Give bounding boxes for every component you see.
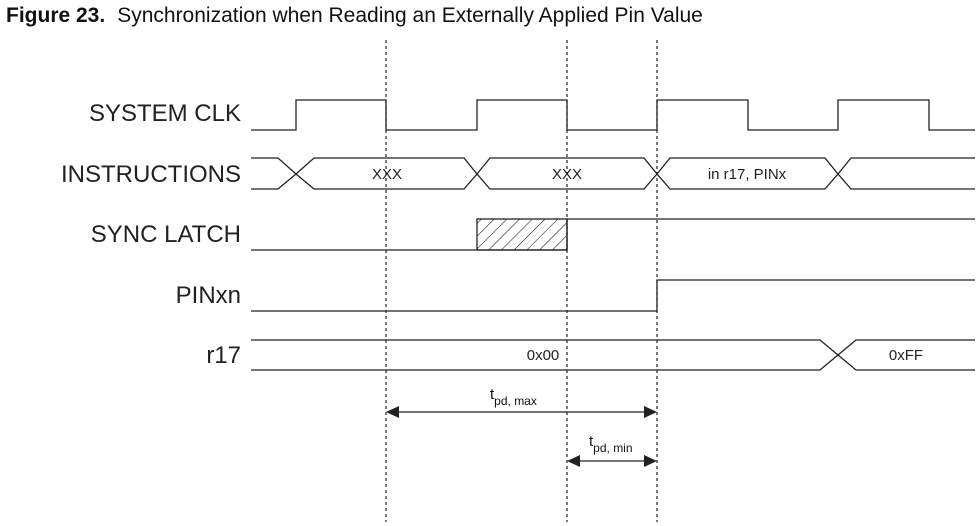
system-clk-waveform [251, 99, 975, 131]
signal-label-sync-latch: SYNC LATCH [91, 221, 241, 248]
tpd-min-label: tpd, min [589, 433, 633, 455]
pinxn-waveform [251, 279, 975, 312]
figure-title: Figure 23. Synchronization when Reading … [6, 4, 703, 27]
tpd-max-arrow [386, 406, 657, 418]
r17-value-before: 0x00 [527, 347, 560, 364]
signal-label-pinxn: PINxn [176, 282, 241, 309]
instruction-value-3: in r17, PINx [708, 166, 787, 183]
figure-number: Figure 23. [6, 4, 105, 27]
tpd-min-arrow [567, 455, 657, 467]
r17-bus-waveform [251, 339, 975, 371]
sync-latch-waveform [251, 218, 975, 251]
sync-latch-undefined-region [476, 218, 568, 251]
signal-label-system-clk: SYSTEM CLK [89, 100, 241, 127]
tpd-max-label: tpd, max [490, 386, 537, 408]
figure-caption: Synchronization when Reading an External… [117, 4, 703, 27]
signal-label-r17: r17 [206, 342, 241, 369]
signal-label-instructions: INSTRUCTIONS [61, 161, 241, 188]
instruction-value-1: XXX [372, 166, 402, 183]
r17-value-after: 0xFF [889, 347, 923, 364]
instruction-value-2: XXX [552, 166, 582, 183]
instructions-bus-waveform [251, 157, 975, 190]
